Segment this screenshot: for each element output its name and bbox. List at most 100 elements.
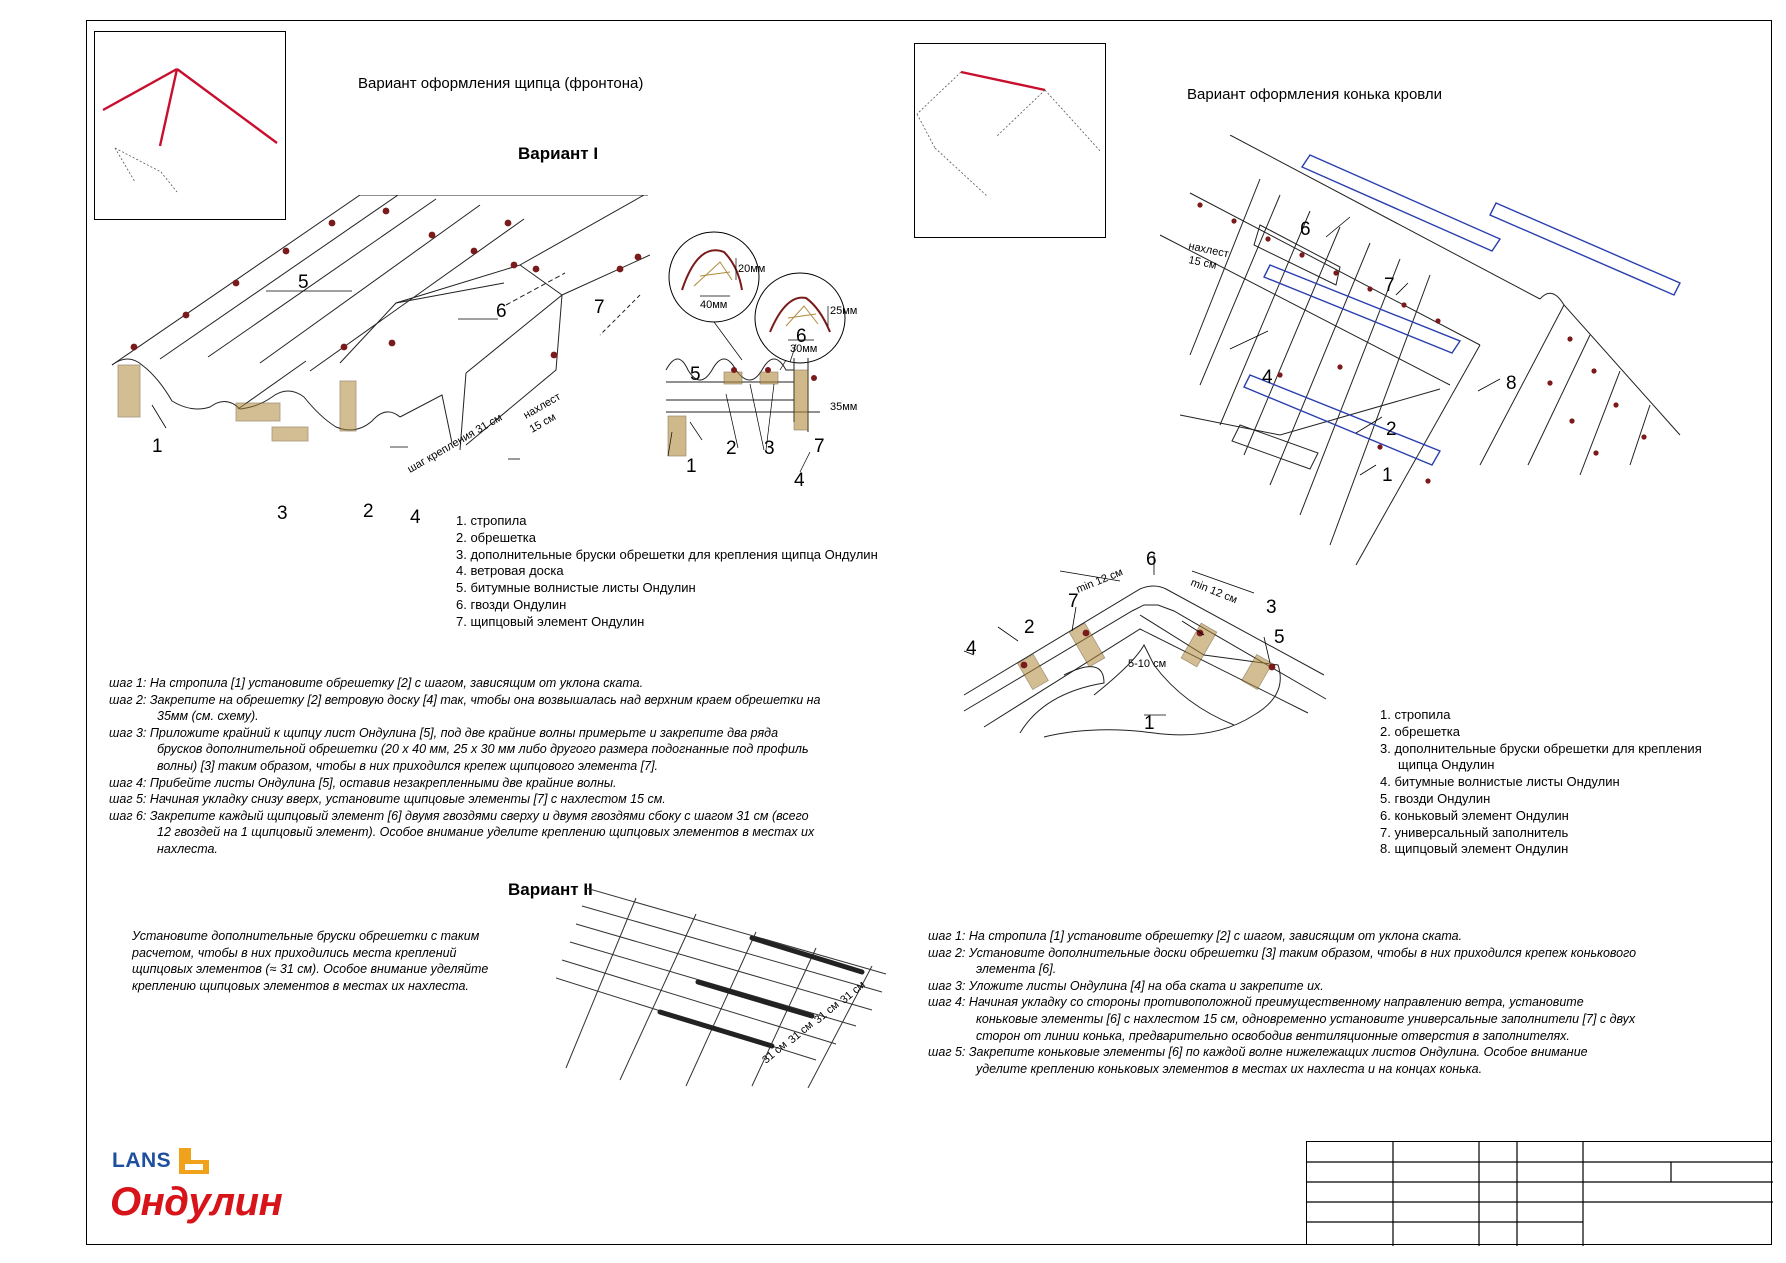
ridge-title: Вариант оформления конька кровли [1187, 86, 1443, 103]
variant2-battens-drawing: 31 см 31 см 31 см 31 см [556, 888, 887, 1088]
drawing-frame [86, 20, 1772, 1245]
ridge-callout-2: 2 [1386, 419, 1397, 440]
ridge-section-callout-5: 5 [1274, 627, 1285, 648]
legend-item: 3. дополнительные бруски обрешетки для к… [1380, 740, 1702, 756]
gable-callout-6: 6 [496, 301, 507, 322]
gable-title: Вариант оформления щипца (фронтона) [358, 75, 644, 92]
variant2-note: Установите дополнительные бруски обрешет… [132, 929, 489, 993]
step-line: шаг 6: Закрепите каждый щипцовый элемент… [109, 808, 809, 823]
lans-logo-text: LANS [112, 1149, 172, 1172]
profile-a-width: 40мм [700, 299, 727, 311]
section-callout-5: 5 [690, 364, 701, 385]
step-line: нахлеста. [157, 841, 218, 856]
step-line: шаг 2: Закрепите на обрешетку [2] ветров… [109, 692, 821, 707]
step-line: шаг 4: Прибейте листы Ондулина [5], оста… [109, 775, 617, 790]
gable-callout-3: 3 [277, 503, 288, 524]
section-callout-1: 1 [686, 456, 697, 477]
gable-thumbnail [94, 31, 286, 220]
legend-item: 6. гвозди Ондулин [456, 596, 567, 612]
ridge-section-callout-4: 4 [966, 638, 977, 659]
step-line: 12 гвоздей на 1 щипцовый элемент). Особо… [157, 825, 815, 840]
step-line: шаг 5: Закрепите коньковые элементы [6] … [928, 1045, 1588, 1060]
gable-callout-7: 7 [594, 297, 605, 318]
gable-3d-drawing: 5 6 7 1 3 2 4 шаг крепления 31 см нахлес… [111, 195, 650, 528]
title-block [1306, 1141, 1773, 1246]
step-line: брусков дополнительной обрешетки (20 х 4… [157, 742, 809, 757]
legend-item: 2. обрешетка [456, 529, 536, 545]
ridge-callout-7: 7 [1384, 275, 1395, 296]
legend-item: 8. щипцовый элемент Ондулин [1380, 841, 1569, 857]
dimension-35mm: 35мм [830, 401, 857, 413]
step-line: волны) [3] таким образом, чтобы в них пр… [157, 758, 659, 773]
variant1-heading: Вариант I [518, 144, 599, 163]
step-line: сторон от линии конька, предварительно о… [976, 1028, 1570, 1043]
section-callout-4: 4 [794, 470, 805, 491]
legend-item: 4. ветровая доска [456, 563, 564, 579]
gable-thumbnail-drawing [102, 67, 278, 193]
ridge-3d-drawing: 6 7 4 2 8 1 нахлест 15 см [1160, 135, 1681, 566]
ridge-callout-8: 8 [1506, 373, 1517, 394]
step-line: элемента [6]. [976, 962, 1057, 977]
section-callout-6: 6 [796, 326, 807, 347]
ridge-callout-4: 4 [1262, 367, 1273, 388]
section-callout-2: 2 [726, 438, 737, 459]
min12-label: min 12 см [1075, 566, 1125, 596]
legend-item: 5. гвозди Ондулин [1380, 790, 1491, 806]
profile-b-width: 30мм [790, 343, 817, 355]
step-line: шаг 2: Установите дополнительные доски о… [928, 945, 1637, 960]
legend-item: 6. коньковый элемент Ондулин [1380, 807, 1569, 823]
ridge-section-callout-1: 1 [1144, 713, 1155, 734]
min12-label: min 12 см [1189, 577, 1239, 607]
step-line: шаг 5: Начиная укладку снизу вверх, уста… [109, 792, 666, 807]
legend-item: 1. стропила [1380, 707, 1451, 722]
ridge-section-callout-3: 3 [1266, 597, 1277, 618]
ridge-section-callout-7: 7 [1068, 591, 1079, 612]
ridge-callout-6: 6 [1300, 219, 1311, 240]
gap-label: 5-10 см [1128, 658, 1166, 670]
gable-section-drawing: 5 2 1 3 7 4 6 40мм 20мм 30мм 25мм 35мм [665, 231, 857, 491]
ridge-overlap-value: 15 см [1187, 254, 1217, 272]
gable-callout-5: 5 [298, 272, 309, 293]
step-line: уделите креплению коньковых элементов в … [976, 1061, 1483, 1076]
legend-item: 1. стропила [456, 513, 527, 528]
spacing-label: 31 см [812, 999, 841, 1026]
variant2-heading: Вариант II [508, 880, 593, 899]
section-callout-3: 3 [764, 438, 775, 459]
legend-item: 7. щипцовый элемент Ондулин [456, 613, 645, 629]
gable-legend: 1. стропила 2. обрешетка 3. дополнительн… [456, 513, 878, 631]
ridge-callout-1: 1 [1382, 465, 1393, 486]
legend-item: 2. обрешетка [1380, 723, 1460, 739]
legend-item: 5. битумные волнистые листы Ондулин [456, 580, 696, 596]
step-line: шаг 3: Приложите крайний к щипцу лист Он… [109, 725, 779, 740]
legend-item: 4. битумные волнистые листы Ондулин [1380, 774, 1620, 790]
step-line: 35мм (см. схему). [157, 709, 259, 724]
legend-item: щипца Ондулин [1398, 757, 1495, 773]
gable-callout-4: 4 [410, 507, 421, 528]
step-line: коньковые элементы [6] с нахлестом 15 см… [976, 1011, 1636, 1026]
profile-b-height: 25мм [830, 305, 857, 317]
gable-steps: шаг 1: На стропила [1] установите обреше… [109, 675, 929, 858]
step-line: шаг 4: Начиная укладку со стороны против… [928, 995, 1584, 1010]
ridge-section-drawing: 6 7 2 4 3 5 1 min 12 см min 12 см 5-10 с… [963, 549, 1327, 738]
spacing-label: 31 см [786, 1019, 815, 1046]
section-callout-7: 7 [814, 436, 825, 457]
legend-item: 7. универсальный заполнитель [1380, 824, 1569, 840]
step-line: шаг 1: На стропила [1] установите обреше… [928, 929, 1463, 943]
profile-a-height: 20мм [738, 263, 765, 275]
legend-item: 3. дополнительные бруски обрешетки для к… [456, 546, 878, 562]
ridge-section-callout-6: 6 [1146, 549, 1157, 570]
gable-pitch-label: шаг крепления 31 см [406, 412, 505, 476]
lans-logo-mark-icon [179, 1148, 210, 1174]
ridge-steps: шаг 1: На стропила [1] установите обреше… [928, 928, 1768, 1077]
gable-callout-2: 2 [363, 501, 374, 522]
step-line: шаг 1: На стропила [1] установите обреше… [109, 676, 644, 690]
ridge-section-callout-2: 2 [1024, 617, 1035, 638]
ridge-legend: 1. стропила 2. обрешетка 3. дополнительн… [1380, 707, 1702, 858]
ridge-thumbnail-drawing [916, 70, 1102, 197]
ondulin-logo: Ондулин [110, 1180, 283, 1224]
step-line: шаг 3: Уложите листы Ондулина [4] на оба… [928, 978, 1324, 993]
ridge-thumbnail [914, 43, 1106, 238]
lans-logo: LANS [112, 1146, 211, 1176]
title-block-grid [1307, 1142, 1773, 1246]
gable-callout-1: 1 [152, 436, 163, 457]
